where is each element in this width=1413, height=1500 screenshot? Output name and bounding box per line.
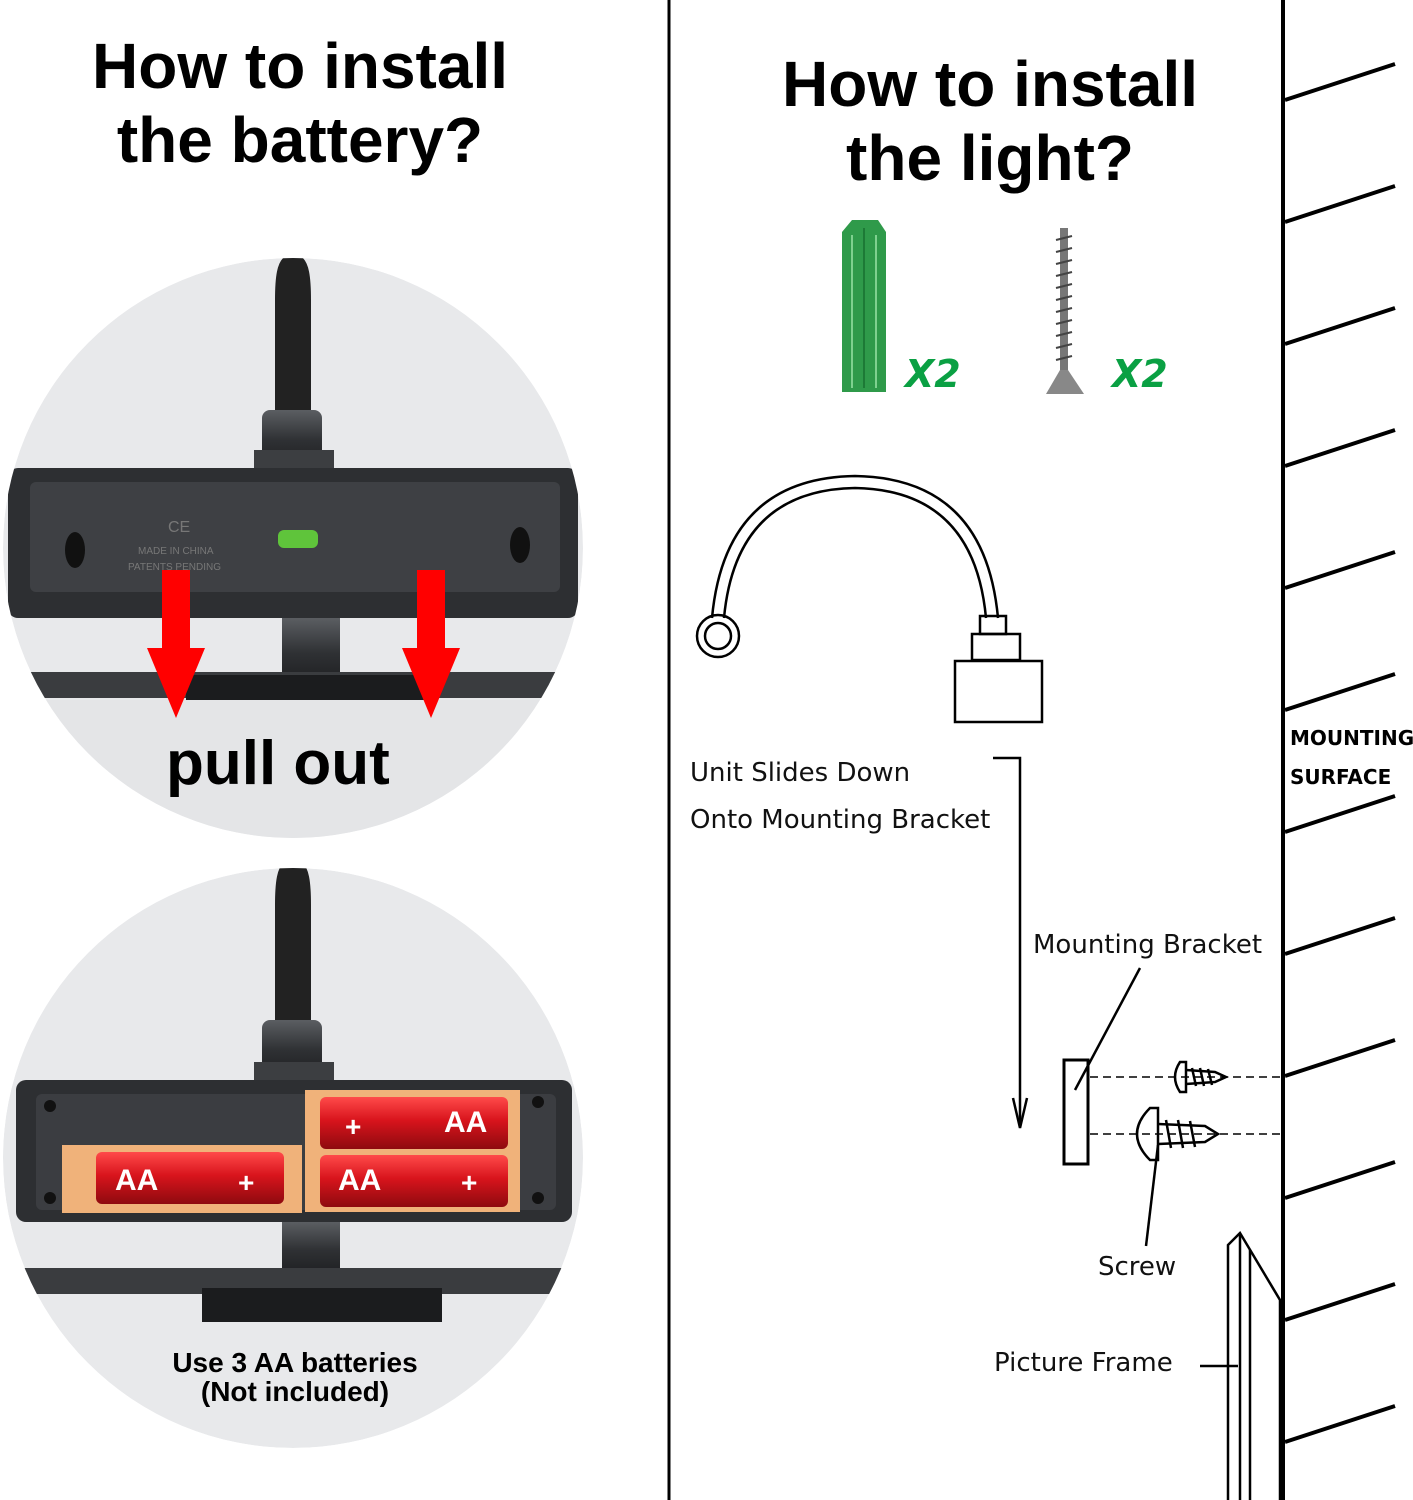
battery-2-plus: + — [345, 1111, 361, 1142]
battery-title-line2: the battery? — [116, 103, 484, 176]
light-title-line2: the light? — [846, 121, 1134, 194]
batteries-note-line1: Use 3 AA batteries — [172, 1347, 418, 1378]
pull-out-label: pull out — [166, 729, 390, 798]
battery-2-label: AA — [444, 1106, 487, 1139]
anchor-quantity: X2 — [905, 352, 961, 396]
lamp-head — [695, 613, 741, 659]
picture-frame-label: Picture Frame — [994, 1348, 1173, 1378]
lamp-arm — [710, 474, 1000, 619]
battery-3-label: AA — [338, 1164, 381, 1197]
mounting-bracket-label: Mounting Bracket — [1033, 930, 1263, 960]
light-title-line1: How to install — [782, 48, 1198, 120]
batteries-note: Use 3 AA batteries (Not included) — [130, 1348, 460, 1407]
screw-large — [1135, 1106, 1221, 1162]
slide-text-line1: Unit Slides Down — [690, 758, 911, 788]
battery-1-label: AA — [115, 1164, 158, 1197]
lamp-base — [953, 659, 1044, 724]
battery-title-line1: How to install — [92, 30, 508, 102]
made-in-text: MADE IN CHINA — [138, 546, 214, 557]
patents-text: PATENTS PENDING — [128, 562, 221, 573]
mounting-bracket — [1062, 1058, 1090, 1166]
wall-anchor-icon — [842, 220, 886, 392]
wall-hatching — [1284, 62, 1396, 1444]
slide-text-line2: Onto Mounting Bracket — [690, 805, 991, 835]
pull-arrows — [147, 570, 460, 718]
screw-small — [1173, 1060, 1230, 1094]
battery-title: How to install the battery? — [40, 30, 560, 177]
slide-arrow — [993, 756, 1022, 1125]
battery-3-plus: + — [461, 1167, 477, 1198]
batteries-note-line2: (Not included) — [200, 1376, 390, 1408]
screw-label: Screw — [1098, 1252, 1177, 1282]
ce-mark: CE — [168, 519, 190, 536]
light-title: How to install the light? — [720, 48, 1260, 195]
battery-1-plus: + — [238, 1167, 254, 1198]
mounting-surface-line2: SURFACE — [1290, 765, 1392, 789]
mounting-surface-line1: MOUNTING — [1290, 726, 1413, 750]
screw-quantity: X2 — [1112, 352, 1168, 396]
screw-icon — [1046, 228, 1084, 394]
